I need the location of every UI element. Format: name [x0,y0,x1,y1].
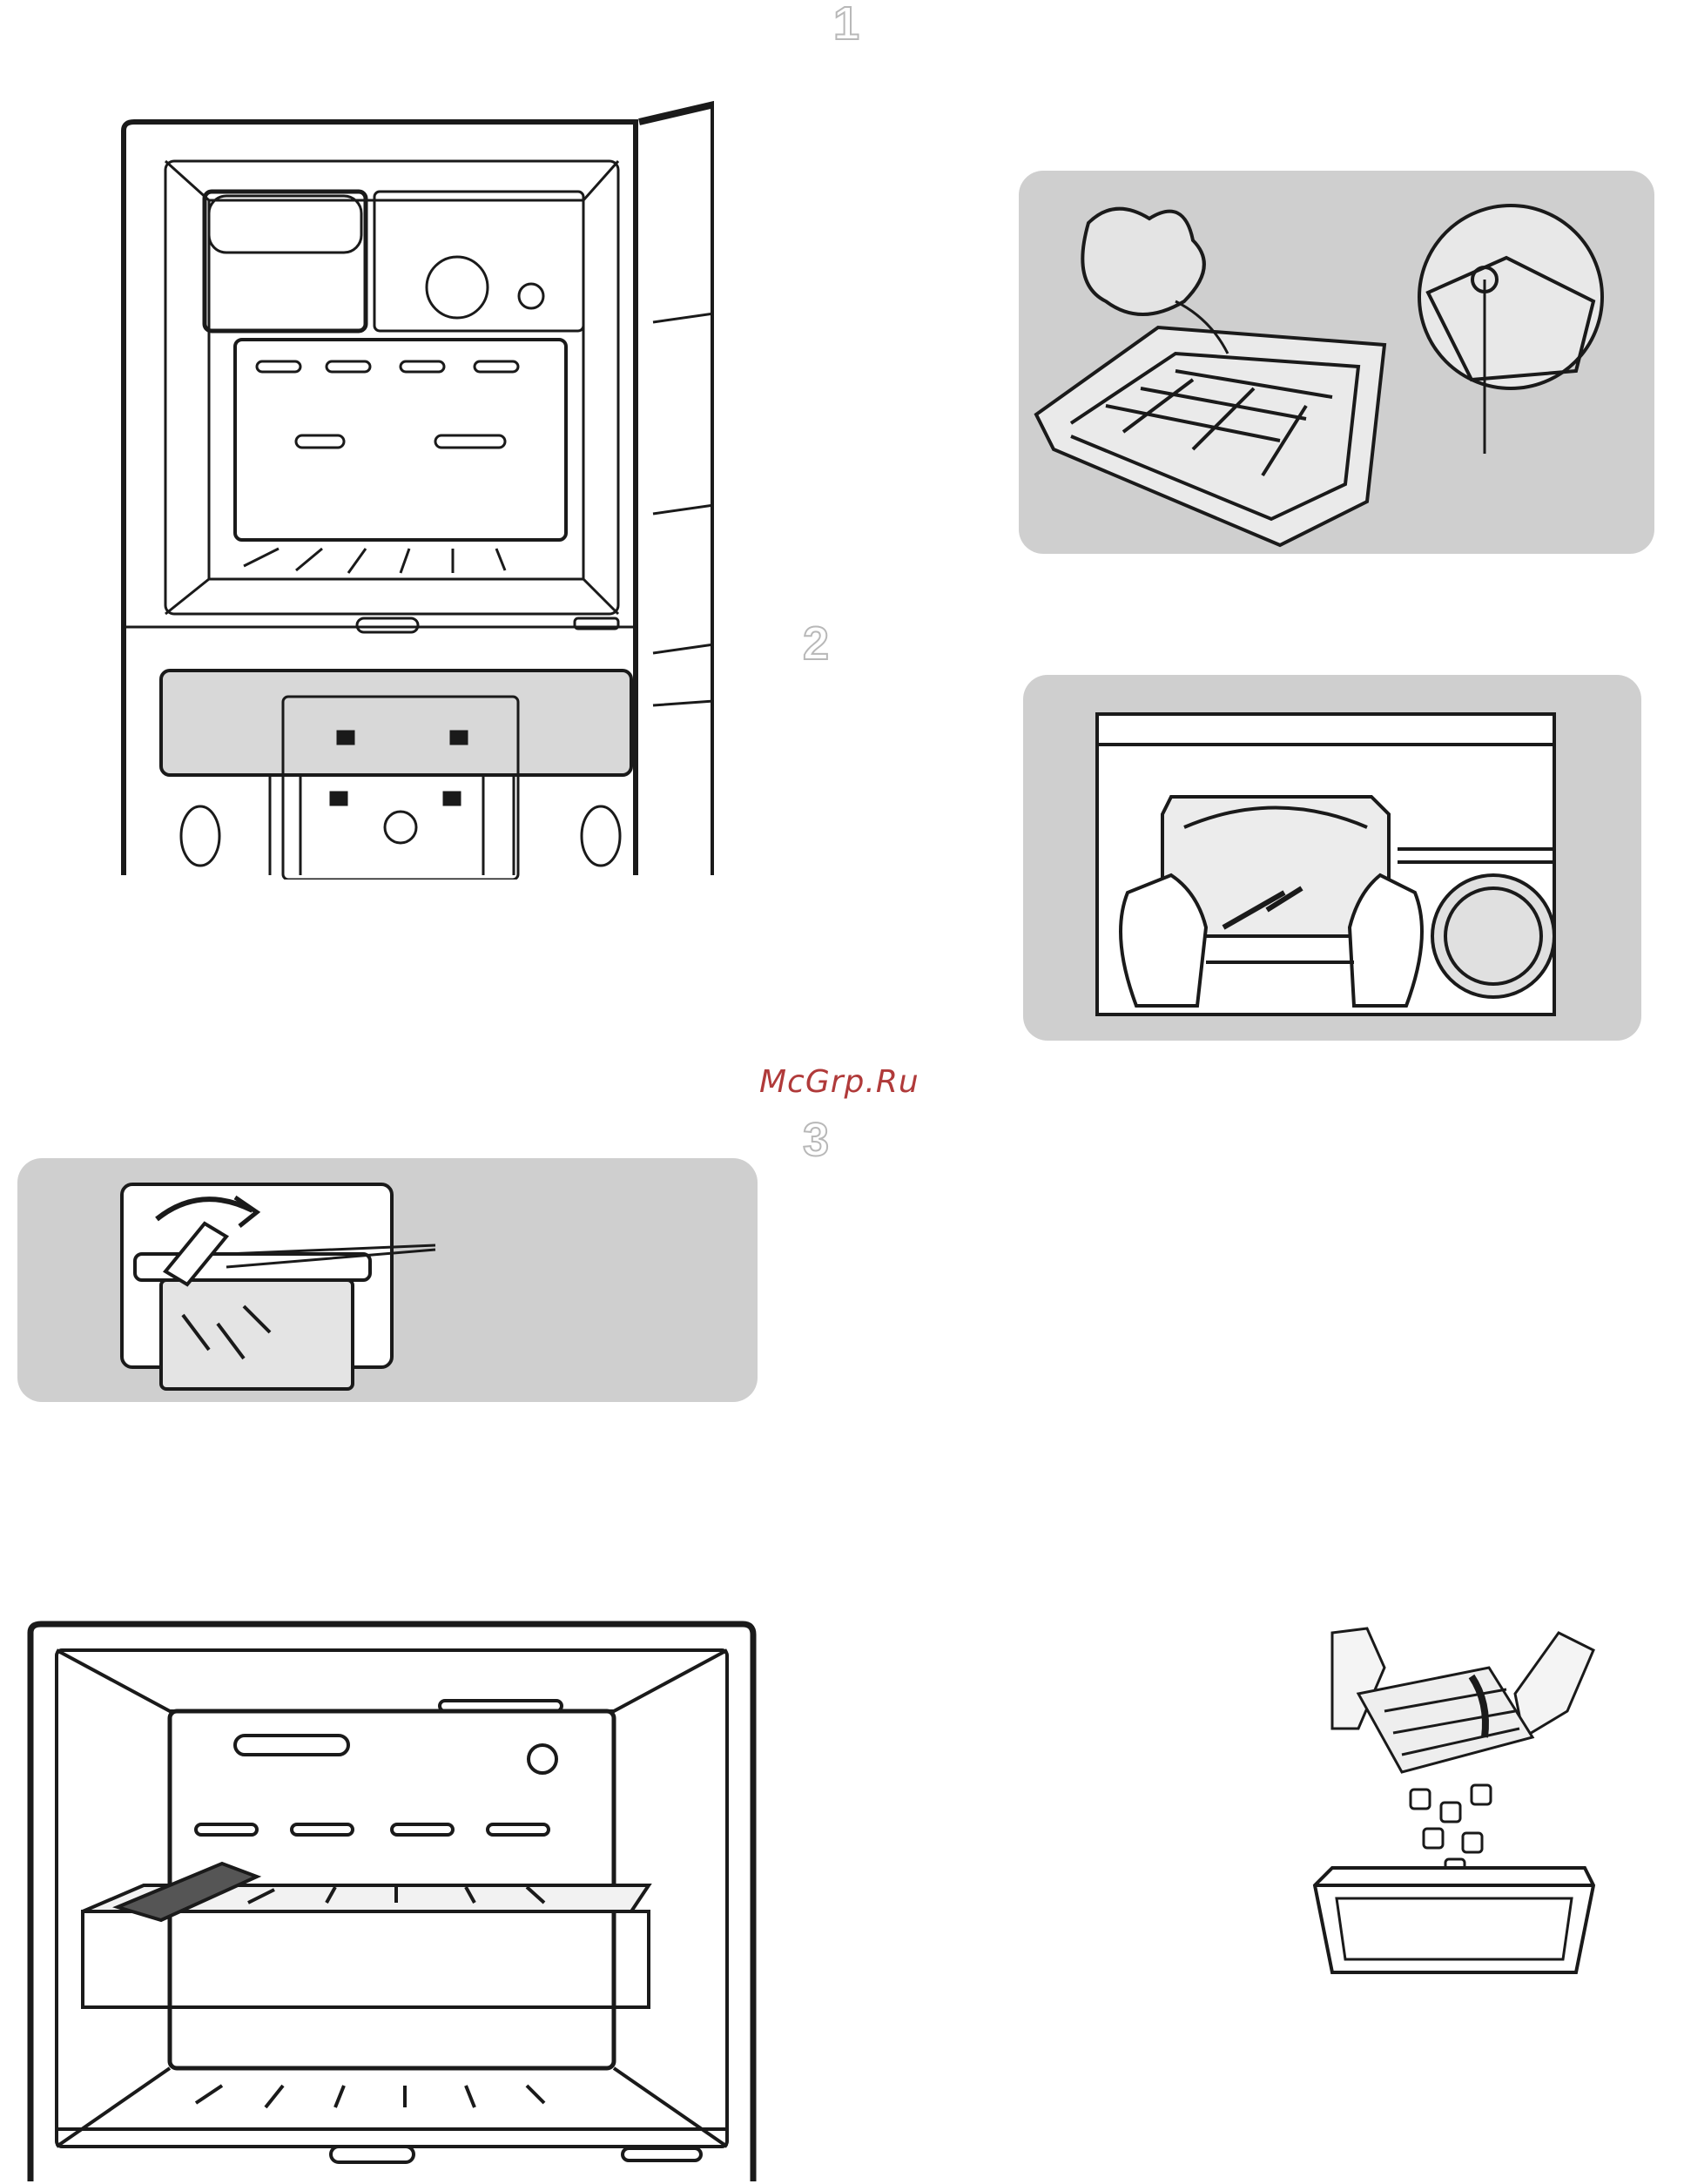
watermark-text: McGrp.Ru [759,1064,919,1100]
hands-tray-icon [1023,675,1641,1041]
freezer-interior-icon [22,1615,762,2181]
ice-tray-icon [1019,171,1654,554]
ice-maker-knob-icon [17,1158,758,1402]
refrigerator-freezer-icon [113,96,714,880]
ice-tray-water-fill-panel [1019,171,1654,554]
twist-tray-into-bin-figure [1297,1615,1611,1981]
ice-bin-icon [1297,1615,1611,1981]
step-number-1: 1 [833,0,859,47]
freezer-shelf-tray-figure [22,1615,762,2181]
step-number-2: 2 [803,620,829,667]
freezer-with-ice-maker-figure [113,96,714,880]
insert-ice-tray-panel [1023,675,1641,1041]
step-number-3: 3 [803,1116,829,1163]
twist-knob-release-panel [17,1158,758,1402]
